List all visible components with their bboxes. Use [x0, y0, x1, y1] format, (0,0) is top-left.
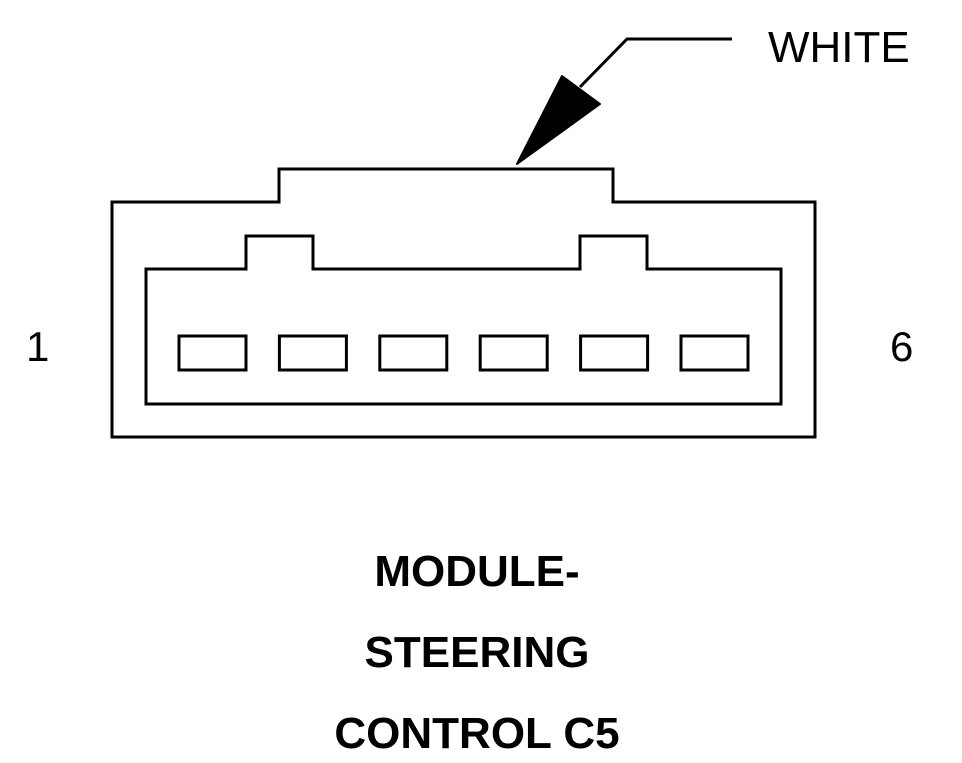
terminal-6	[679, 334, 750, 372]
terminal-2	[277, 334, 348, 372]
connector-cavity-outline	[144, 234, 783, 406]
connector-color-label: WHITE	[768, 23, 910, 72]
pin-6-label: 6	[890, 323, 913, 370]
pin-1-label: 1	[26, 323, 49, 370]
terminal-4	[478, 334, 549, 372]
title-line-2: STEERING	[365, 628, 590, 677]
title-line-1: MODULE-	[374, 547, 579, 596]
terminal-5	[579, 334, 650, 372]
connector-housing-outline	[110, 167, 817, 439]
color-arrow-head	[516, 75, 601, 165]
color-leader-line	[578, 37, 732, 89]
terminal-3	[378, 334, 449, 372]
terminal-group	[177, 334, 750, 372]
title-line-3: CONTROL C5	[334, 709, 619, 758]
terminal-1	[177, 334, 248, 372]
